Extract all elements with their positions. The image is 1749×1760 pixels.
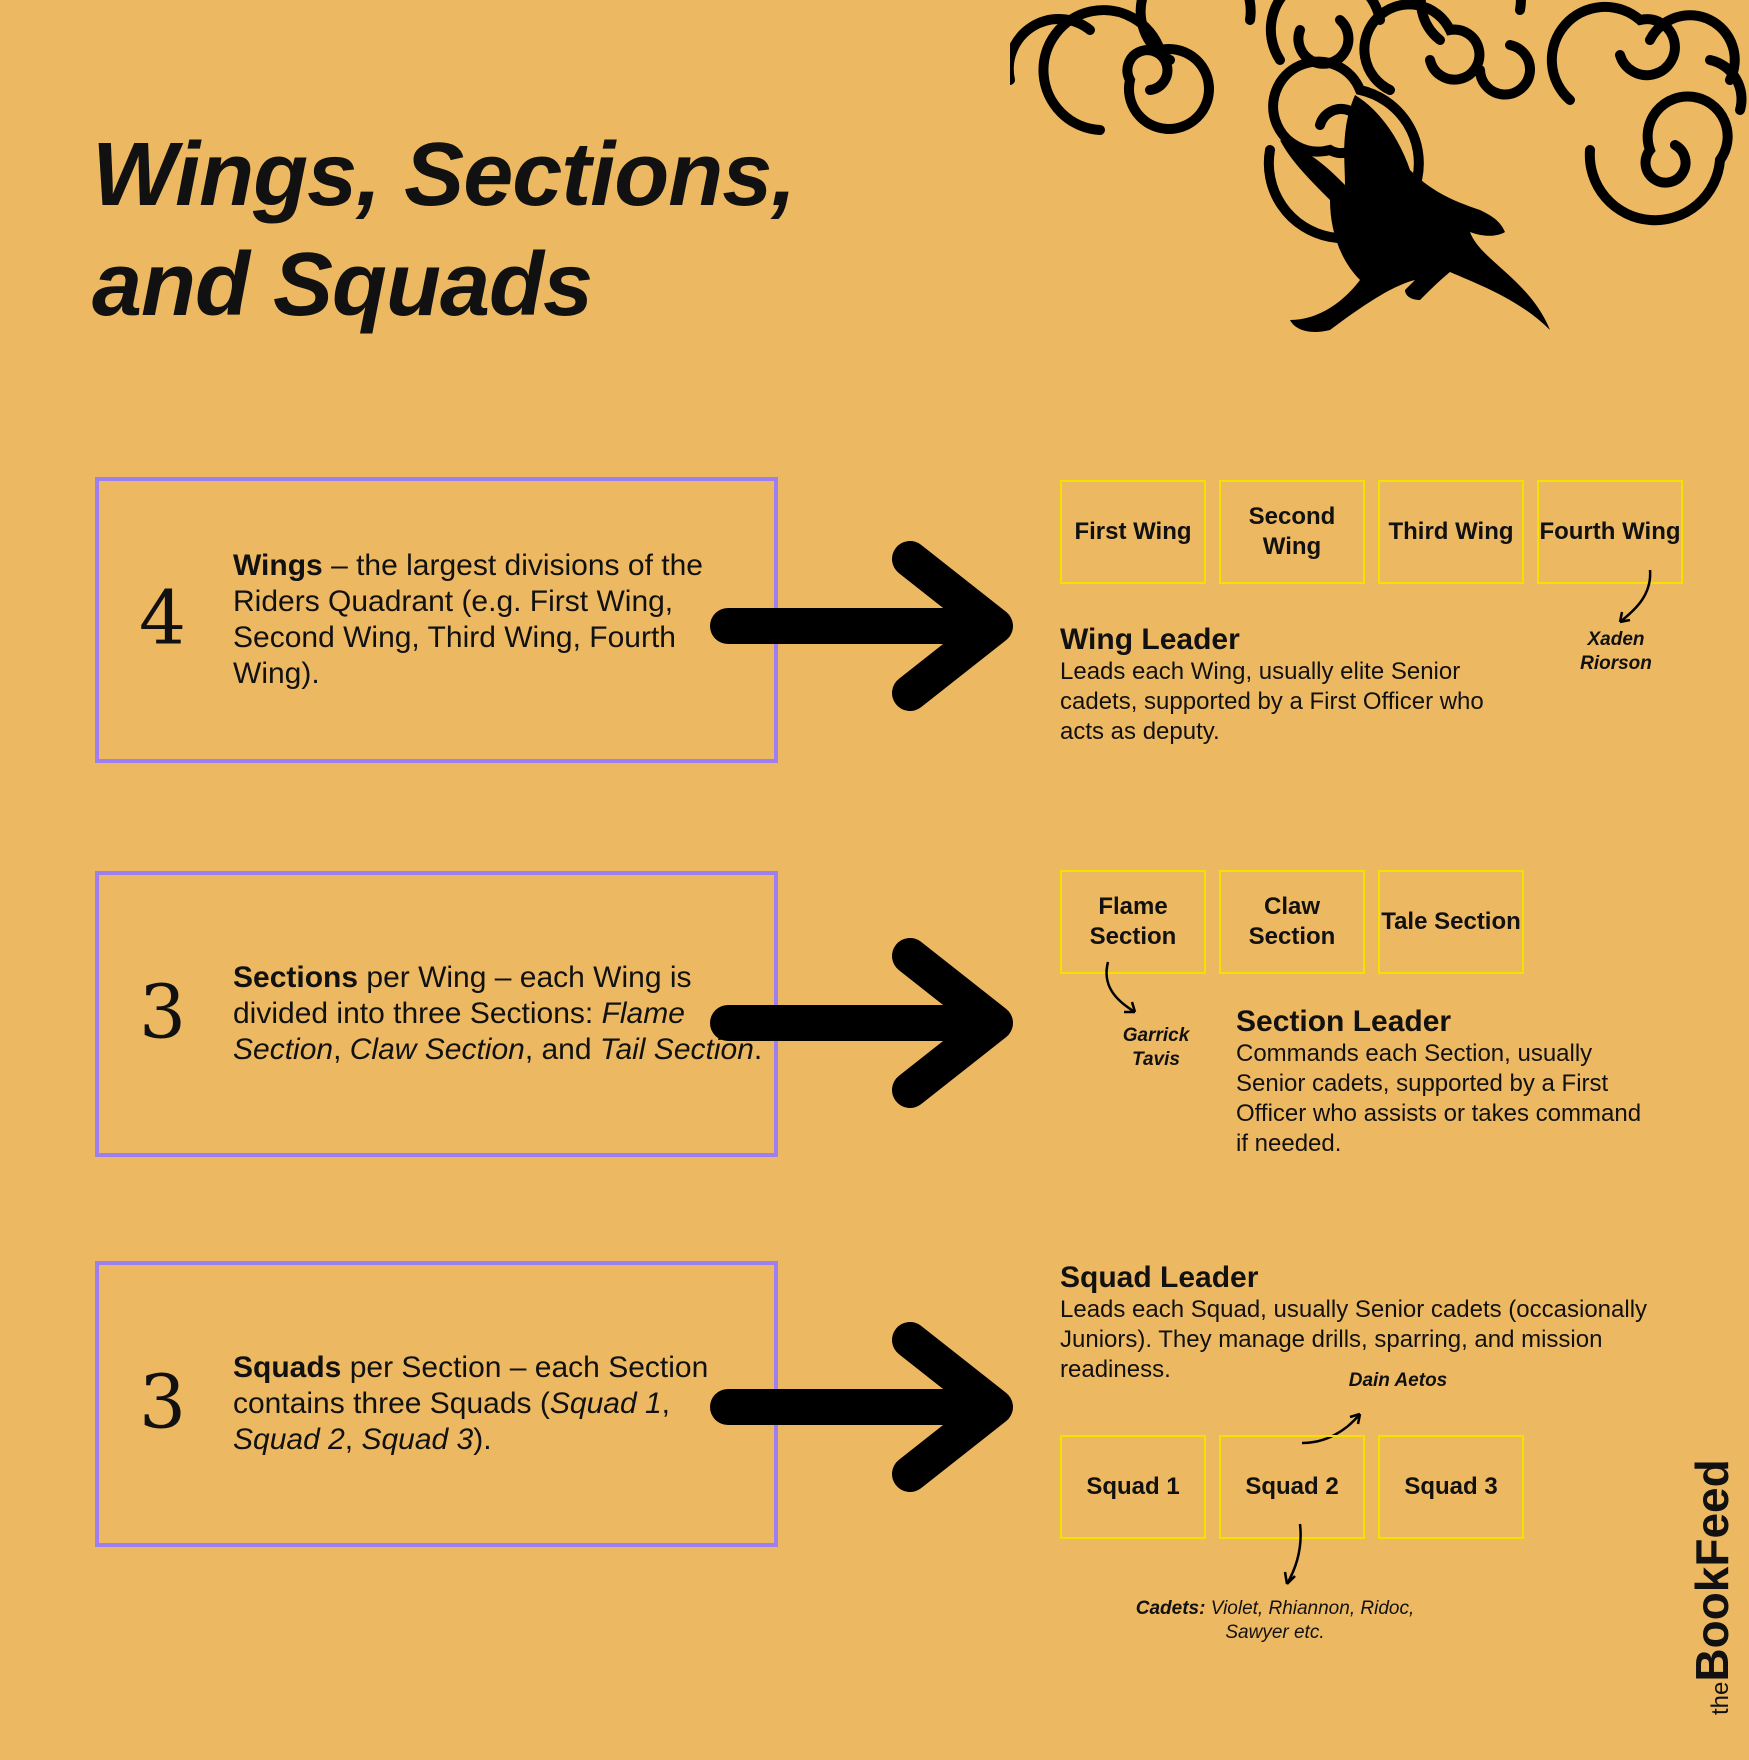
text: , <box>344 1423 362 1456</box>
section-leader-name: Garrick Tavis <box>1122 1025 1190 1070</box>
wing-leader-description: Leads each Wing, usually elite Senior ca… <box>1060 658 1484 745</box>
arrow-right-icon <box>710 938 1013 1108</box>
sections-description: Sections per Wing – each Wing is divided… <box>233 960 763 1068</box>
wing-box-second: Second Wing <box>1219 480 1365 584</box>
wing-leader-block: Wing Leader Leads each Wing, usually eli… <box>1060 623 1490 747</box>
section-box-flame: Flame Section <box>1060 870 1206 974</box>
section-leader-block: Section Leader Commands each Section, us… <box>1236 1005 1656 1159</box>
bookfeed-logo: theBookFeed <box>1685 1455 1738 1715</box>
curved-arrow-icon <box>1105 961 1137 1014</box>
text: Squad 1 <box>549 1387 662 1420</box>
section-leader-title: Section Leader <box>1236 1005 1452 1038</box>
text: per Wing – each Wing is divided into thr… <box>233 961 692 1030</box>
sections-count: 3 <box>139 969 187 1056</box>
cadets-names: Violet, Rhiannon, Ridoc, Sawyer etc. <box>1210 1598 1415 1643</box>
squad-box-2: Squad 2 <box>1219 1435 1365 1539</box>
text: Squad 2 <box>233 1423 345 1456</box>
page-title: Wings, Sections,and Squads <box>92 120 796 340</box>
sections-term: Sections <box>233 961 359 994</box>
wings-text: – the largest divisions of the Riders Qu… <box>233 549 703 690</box>
brand-prefix: the <box>1707 1681 1734 1715</box>
squad-leader-title: Squad Leader <box>1060 1261 1259 1294</box>
squads-term: Squads <box>233 1351 342 1384</box>
squad-box-1: Squad 1 <box>1060 1435 1206 1539</box>
wings-info-box: 4 Wings – the largest divisions of the R… <box>95 477 778 763</box>
squad-leader-block: Squad Leader Leads each Squad, usually S… <box>1060 1261 1680 1385</box>
wing-leader-title: Wing Leader <box>1060 623 1240 656</box>
text: Squad 3 <box>361 1423 474 1456</box>
curved-arrow-icon <box>1618 569 1652 624</box>
dragon-silhouette <box>1280 95 1550 332</box>
brand-name: BookFeed <box>1686 1459 1738 1682</box>
squad-leader-description: Leads each Squad, usually Senior cadets … <box>1060 1296 1648 1383</box>
squads-count: 3 <box>139 1359 187 1446</box>
text: Claw Section <box>349 1033 525 1066</box>
wing-box-third: Third Wing <box>1378 480 1524 584</box>
text: , <box>661 1387 670 1420</box>
cadets-note: Cadets: Violet, Rhiannon, Ridoc, Sawyer … <box>1130 1597 1420 1645</box>
section-leader-description: Commands each Section, usually Senior ca… <box>1236 1040 1642 1157</box>
wings-description: Wings – the largest divisions of the Rid… <box>233 548 763 692</box>
wing-box-first: First Wing <box>1060 480 1206 584</box>
text: , <box>333 1033 350 1066</box>
squad-leader-name: Dain Aetos <box>1348 1370 1448 1391</box>
wings-count: 4 <box>139 575 187 662</box>
title-line-1: Wings, Sections, <box>92 125 796 225</box>
text: . <box>753 1033 763 1066</box>
squad-box-3: Squad 3 <box>1378 1435 1524 1539</box>
sections-info-box: 3 Sections per Wing – each Wing is divid… <box>95 871 778 1157</box>
clouds-dragon-illustration <box>1010 0 1747 332</box>
wing-box-fourth: Fourth Wing <box>1537 480 1683 584</box>
text: Flame Section <box>233 997 685 1066</box>
text: per Section – each Section contains thre… <box>233 1351 709 1420</box>
wings-term: Wings <box>233 549 323 582</box>
curved-arrow-icon <box>1283 1523 1302 1585</box>
section-box-tale: Tale Section <box>1378 870 1524 974</box>
cadets-label: Cadets: <box>1135 1598 1206 1619</box>
text: , and <box>524 1033 600 1066</box>
squads-info-box: 3 Squads per Section – each Section cont… <box>95 1261 778 1547</box>
arrow-right-icon <box>710 541 1013 711</box>
section-box-claw: Claw Section <box>1219 870 1365 974</box>
text: ). <box>473 1423 492 1456</box>
wing-leader-name: Xaden Riorson <box>1580 629 1652 674</box>
arrow-right-icon <box>710 1322 1013 1492</box>
squads-description: Squads per Section – each Section contai… <box>233 1350 763 1458</box>
title-line-2: and Squads <box>92 235 593 335</box>
